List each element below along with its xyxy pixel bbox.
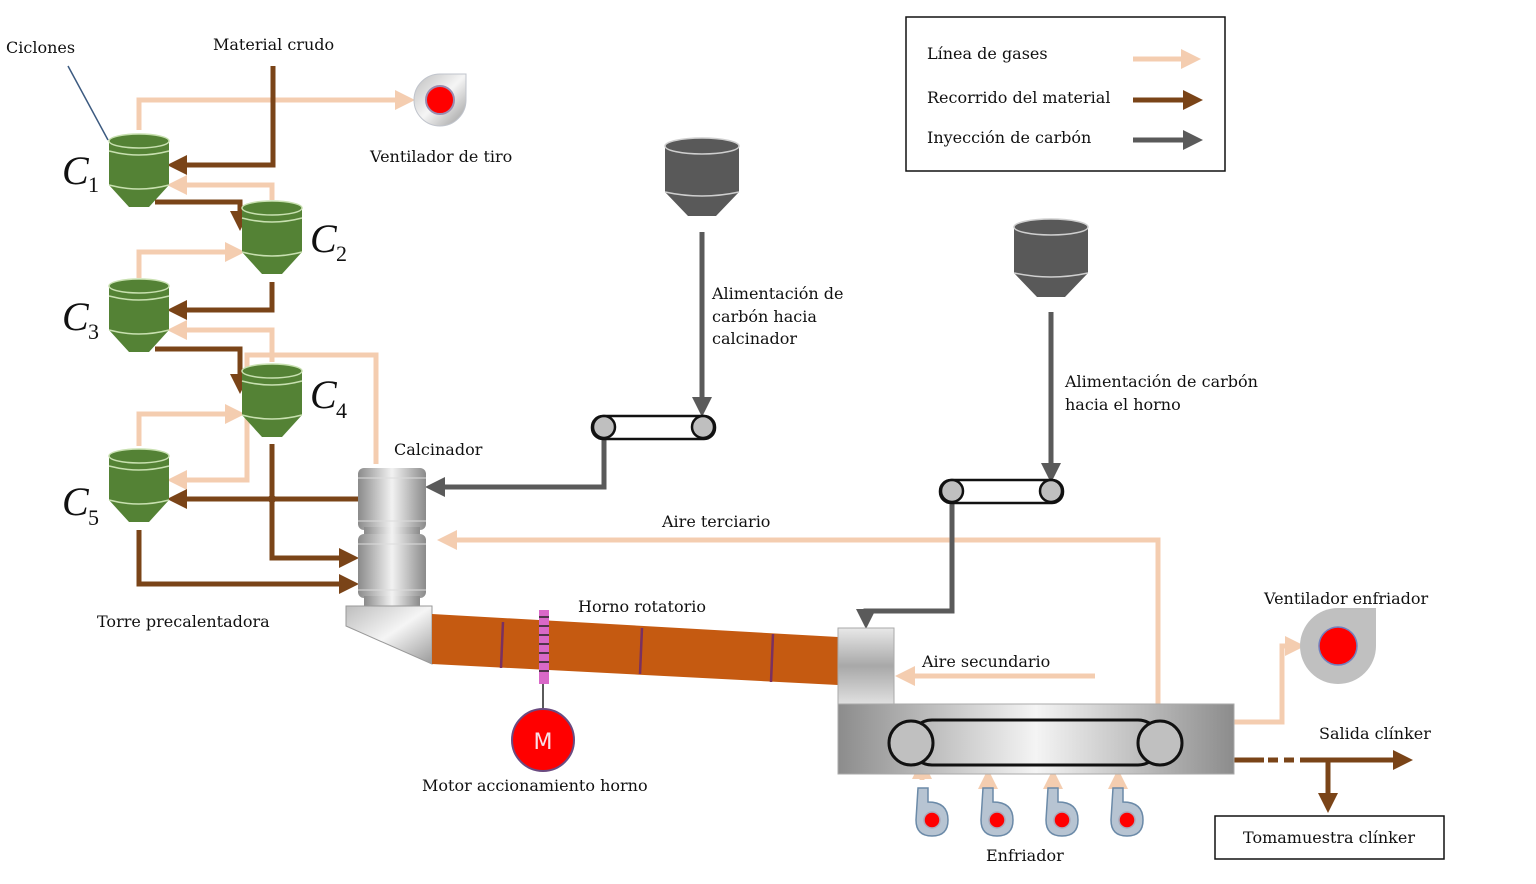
svg-text:C: C	[62, 294, 90, 339]
svg-text:3: 3	[88, 319, 99, 344]
label-preheater-tower: Torre precalentadora	[97, 612, 270, 631]
label-coal-feed-kiln: hacia el horno	[1065, 395, 1181, 414]
label-raw-material: Material crudo	[213, 35, 334, 54]
rotary-kiln[interactable]	[432, 610, 838, 708]
cyclone-c5[interactable]	[108, 448, 170, 523]
material-lines	[136, 66, 1413, 813]
svg-text:2: 2	[336, 241, 347, 266]
legend-label-coal: Inyección de carbón	[927, 128, 1091, 147]
material-c5-to-calciner	[136, 530, 359, 594]
material-c3-to-c4	[155, 346, 250, 394]
label-draft-fan: Ventilador de tiro	[369, 147, 512, 166]
gas-line-c4-to-c3	[167, 320, 275, 362]
label-cooler: Enfriador	[986, 846, 1064, 865]
material-c1-to-c2	[155, 199, 250, 231]
svg-text:1: 1	[88, 172, 99, 197]
material-c2-to-c3	[167, 282, 275, 320]
labels: Ciclones Material crudo Ventilador de ti…	[6, 35, 1431, 865]
cyclone-c2[interactable]	[241, 200, 303, 275]
kiln-motor-icon[interactable]: M	[511, 708, 575, 772]
gas-line-c2-to-c1	[167, 175, 275, 200]
svg-text:4: 4	[336, 398, 347, 423]
gas-line-c1-to-draft-fan	[136, 90, 415, 130]
motor-symbol: M	[534, 730, 553, 755]
gas-line-calciner-to-c5	[167, 352, 379, 490]
conveyor-kiln[interactable]	[938, 478, 1065, 505]
conveyor-calciner[interactable]	[590, 414, 717, 441]
label-coal-feed-kiln: Alimentación de carbón	[1064, 372, 1258, 391]
clinker-sampler[interactable]: Tomamuestra clínker	[1214, 815, 1445, 860]
label-rotary-kiln: Horno rotatorio	[578, 597, 706, 616]
material-c4-to-calciner	[269, 444, 359, 568]
coal-hopper-calciner[interactable]	[664, 137, 740, 217]
svg-text:C: C	[310, 372, 338, 417]
clinker-cooler[interactable]	[837, 703, 1235, 775]
label-calciner: Calcinador	[394, 440, 483, 459]
label-clinker-exit: Salida clínker	[1319, 724, 1431, 743]
cooler-fan-1-icon[interactable]	[915, 787, 949, 837]
coal-feed-to-calciner	[425, 430, 607, 497]
label-kiln-motor: Motor accionamiento horno	[422, 776, 648, 795]
cooler-fans	[915, 787, 1144, 837]
label-coal-feed-calciner: Alimentación de	[711, 284, 844, 303]
clinker-sampler-label: Tomamuestra clínker	[1243, 828, 1415, 847]
cooler-exhaust-fan-icon[interactable]	[1300, 608, 1376, 684]
cyclones-pointer-line	[67, 65, 109, 141]
tertiary-air-line	[437, 530, 1161, 705]
kiln-hood	[837, 627, 895, 705]
cooler-fan-2-icon[interactable]	[980, 787, 1014, 837]
legend-label-material: Recorrido del material	[927, 88, 1110, 107]
cyclone-c3[interactable]	[108, 278, 170, 353]
coal-lines	[425, 232, 1061, 629]
legend-label-gas: Línea de gases	[927, 44, 1048, 63]
label-cyclones: Ciclones	[6, 38, 75, 57]
gas-line-c5-to-c4	[136, 404, 245, 446]
label-coal-feed-calciner: calcinador	[712, 329, 797, 348]
svg-text:C: C	[310, 216, 338, 261]
cooler-fan-3-icon[interactable]	[1045, 787, 1079, 837]
label-cooler-fan: Ventilador enfriador	[1263, 589, 1429, 608]
svg-text:C: C	[62, 148, 90, 193]
label-coal-feed-calciner: carbón hacia	[712, 307, 817, 326]
raw-material-feed	[167, 66, 276, 175]
girth-gear	[539, 610, 549, 684]
svg-text:5: 5	[88, 505, 99, 530]
cyclone-c1[interactable]	[108, 133, 170, 208]
coal-hopper-kiln[interactable]	[1013, 218, 1089, 298]
svg-text:C: C	[62, 479, 90, 524]
calciner[interactable]	[345, 468, 433, 665]
cooler-fan-4-icon[interactable]	[1110, 787, 1144, 837]
coal-feed-to-kiln	[856, 496, 955, 629]
draft-fan-icon[interactable]	[413, 73, 467, 127]
label-tertiary-air: Aire terciario	[661, 512, 770, 531]
gas-line-c3-to-c2	[136, 242, 245, 278]
cyclone-c4[interactable]	[241, 363, 303, 438]
legend: Línea de gases Recorrido del material In…	[905, 16, 1226, 172]
gas-line-to-cooler-fan	[1234, 636, 1305, 725]
label-secondary-air: Aire secundario	[921, 652, 1050, 671]
